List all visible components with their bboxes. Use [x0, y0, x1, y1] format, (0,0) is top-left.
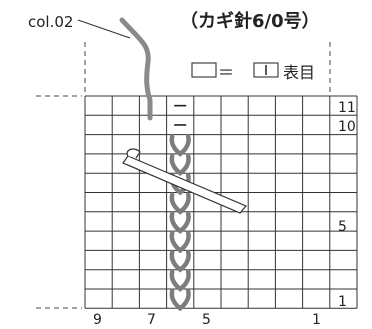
column-number-5: 5	[202, 312, 211, 328]
chain-stitch	[169, 230, 191, 254]
crochet-hook-icon	[122, 148, 247, 214]
chain-stitch	[169, 192, 191, 215]
column-number-7: 7	[147, 312, 156, 328]
chain-stitch	[169, 211, 191, 234]
row-number-5: 5	[338, 219, 347, 235]
chain-stitch	[169, 153, 191, 177]
chain-stitch	[169, 269, 191, 292]
stitch-marks	[174, 104, 187, 126]
row-number-10: 10	[338, 119, 356, 135]
yarn-label-leader	[77, 19, 131, 39]
chain-stitch	[169, 250, 191, 273]
stitch-grid	[84, 95, 358, 309]
chain-stitch	[169, 288, 191, 312]
legend-text: 表目	[283, 63, 315, 82]
column-number-9: 9	[93, 312, 102, 328]
yarn-strand	[119, 17, 153, 121]
chain-stitch	[169, 134, 191, 157]
legend-stitch-square-icon	[253, 62, 279, 78]
legend-equals: ＝	[218, 63, 234, 82]
hook-size-label: （カギ針6/0号）	[180, 10, 320, 32]
row-number-1: 1	[338, 294, 347, 310]
row-number-11: 11	[338, 100, 356, 116]
chain-stitches	[169, 134, 191, 312]
dashed-guides	[36, 42, 331, 309]
column-number-1: 1	[312, 312, 321, 328]
yarn-label: col.02	[28, 13, 73, 31]
legend-empty-square-icon	[191, 62, 217, 78]
